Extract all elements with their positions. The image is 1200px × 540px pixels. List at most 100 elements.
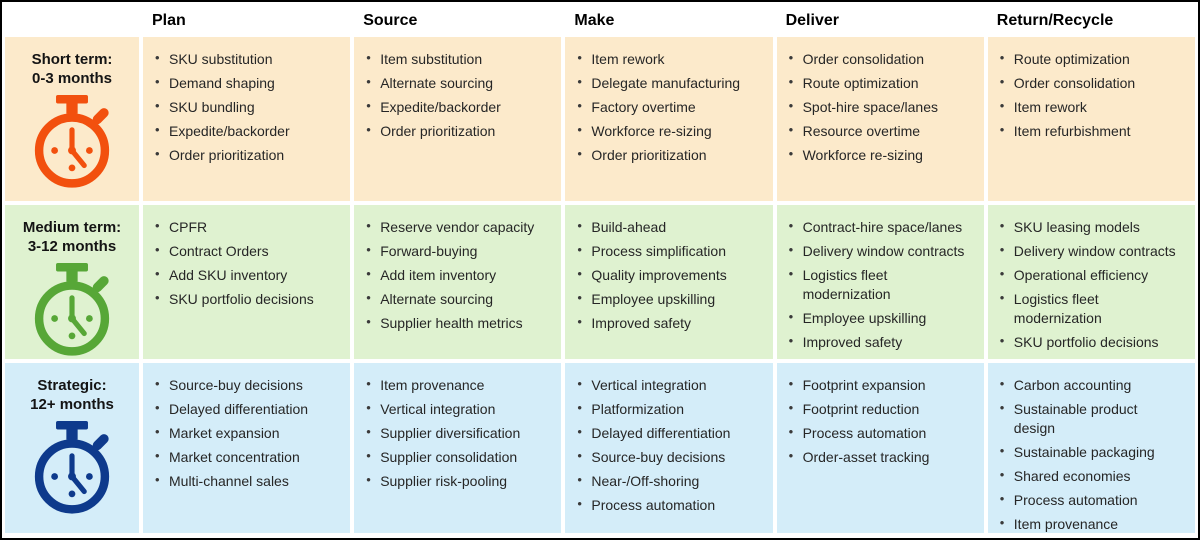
matrix-cell: SKU leasing modelsDelivery window contra… <box>987 205 1195 359</box>
corner-cell <box>5 5 139 33</box>
strategy-list: Item substitutionAlternate sourcingExped… <box>364 49 546 141</box>
list-item: Platformization <box>575 399 757 419</box>
list-item: Supplier diversification <box>364 423 546 443</box>
row-label-line: Medium term: <box>22 219 122 236</box>
strategy-list: Item provenanceVertical integrationSuppl… <box>364 375 546 491</box>
column-header-return-recycle: Return/Recycle <box>987 5 1195 33</box>
list-item: Delivery window contracts <box>787 241 969 261</box>
matrix-cell: Item substitutionAlternate sourcingExped… <box>354 37 562 201</box>
strategy-list: SKU substitutionDemand shapingSKU bundli… <box>153 49 335 165</box>
list-item: Vertical integration <box>364 399 546 419</box>
list-item: Workforce re-sizing <box>575 121 757 141</box>
strategy-list: Vertical integrationPlatformizationDelay… <box>575 375 757 515</box>
list-item: Order prioritization <box>153 145 335 165</box>
stopwatch-icon-wrap <box>25 419 119 517</box>
stopwatch-icon <box>34 263 110 356</box>
strategy-list: Reserve vendor capacityForward-buyingAdd… <box>364 217 546 333</box>
list-item: Item substitution <box>364 49 546 69</box>
matrix-cell: Item reworkDelegate manufacturingFactory… <box>565 37 773 201</box>
list-item: Order prioritization <box>575 145 757 165</box>
strategy-list: SKU leasing modelsDelivery window contra… <box>998 217 1180 352</box>
matrix-cell: Footprint expansionFootprint reductionPr… <box>776 363 984 533</box>
matrix-cell: Route optimizationOrder consolidationIte… <box>987 37 1195 201</box>
list-item: Sustainable product design <box>998 399 1180 438</box>
strategy-list: Item reworkDelegate manufacturingFactory… <box>575 49 757 165</box>
matrix-cell: Carbon accountingSustainable product des… <box>987 363 1195 533</box>
list-item: Supplier consolidation <box>364 447 546 467</box>
column-header-source: Source <box>354 5 562 33</box>
row-label-cell: Strategic:12+ months <box>5 363 139 533</box>
list-item: Sustainable packaging <box>998 442 1180 462</box>
list-item: Expedite/backorder <box>364 97 546 117</box>
row-label-line: 0-3 months <box>31 70 112 88</box>
list-item: Supplier risk-pooling <box>364 471 546 491</box>
list-item: Improved safety <box>575 313 757 333</box>
list-item: Delayed differentiation <box>153 399 335 419</box>
list-item: Factory overtime <box>575 97 757 117</box>
list-item: Add SKU inventory <box>153 265 335 285</box>
row-label-cell: Medium term:3-12 months <box>5 205 139 359</box>
list-item: Item rework <box>575 49 757 69</box>
list-item: Shared economies <box>998 466 1180 486</box>
strategy-list: CPFR Contract OrdersAdd SKU inventorySKU … <box>153 217 335 309</box>
matrix-cell: Order consolidationRoute optimizationSpo… <box>776 37 984 201</box>
column-header-plan: Plan <box>143 5 351 33</box>
list-item: Logistics fleet modernization <box>787 265 969 304</box>
list-item: SKU portfolio decisions <box>998 332 1180 352</box>
row-label: Strategic:12+ months <box>30 376 114 414</box>
list-item: Source-buy decisions <box>153 375 335 395</box>
list-item: Delegate manufacturing <box>575 73 757 93</box>
list-item: Add item inventory <box>364 265 546 285</box>
column-header-deliver: Deliver <box>776 5 984 33</box>
list-item: Item provenance <box>364 375 546 395</box>
list-item: Improved safety <box>787 332 969 352</box>
list-item: Quality improvements <box>575 265 757 285</box>
matrix-cell: Item provenanceVertical integrationSuppl… <box>354 363 562 533</box>
list-item: Contract Orders <box>153 241 335 261</box>
matrix-cell: Vertical integrationPlatformizationDelay… <box>565 363 773 533</box>
stopwatch-icon-wrap <box>25 93 119 191</box>
matrix-cell: Reserve vendor capacityForward-buyingAdd… <box>354 205 562 359</box>
strategy-list: Source-buy decisionsDelayed differentiat… <box>153 375 335 491</box>
list-item: Near-/Off-shoring <box>575 471 757 491</box>
list-item: Vertical integration <box>575 375 757 395</box>
list-item: Employee upskilling <box>787 308 969 328</box>
matrix-cell: Source-buy decisionsDelayed differentiat… <box>143 363 351 533</box>
strategy-list: Contract-hire space/lanesDelivery window… <box>787 217 969 352</box>
row-label-line: Short term: <box>31 51 113 68</box>
list-item: CPFR <box>153 217 335 237</box>
list-item: Workforce re-sizing <box>787 145 969 165</box>
strategy-list: Footprint expansionFootprint reductionPr… <box>787 375 969 467</box>
list-item: Spot-hire space/lanes <box>787 97 969 117</box>
matrix-cell: Build-aheadProcess simplificationQuality… <box>565 205 773 359</box>
list-item: Order-asset tracking <box>787 447 969 467</box>
list-item: Process automation <box>575 495 757 515</box>
list-item: Multi-channel sales <box>153 471 335 491</box>
list-item: Contract-hire space/lanes <box>787 217 969 237</box>
list-item: Reserve vendor capacity <box>364 217 546 237</box>
column-header-make: Make <box>565 5 773 33</box>
list-item: Item rework <box>998 97 1180 117</box>
list-item: Alternate sourcing <box>364 73 546 93</box>
list-item: SKU substitution <box>153 49 335 69</box>
matrix-cell: SKU substitutionDemand shapingSKU bundli… <box>143 37 351 201</box>
list-item: SKU bundling <box>153 97 335 117</box>
list-item: Route optimization <box>787 73 969 93</box>
list-item: Alternate sourcing <box>364 289 546 309</box>
list-item: SKU leasing models <box>998 217 1180 237</box>
list-item: Operational efficiency <box>998 265 1180 285</box>
list-item: SKU portfolio decisions <box>153 289 335 309</box>
list-item: Order consolidation <box>998 73 1180 93</box>
row-label-line: 12+ months <box>30 396 114 414</box>
list-item: Expedite/backorder <box>153 121 335 141</box>
matrix-cell: Contract-hire space/lanesDelivery window… <box>776 205 984 359</box>
list-item: Delayed differentiation <box>575 423 757 443</box>
list-item: Order consolidation <box>787 49 969 69</box>
list-item: Footprint expansion <box>787 375 969 395</box>
list-item: Logistics fleet modernization <box>998 289 1180 328</box>
list-item: Supplier health metrics <box>364 313 546 333</box>
list-item: Process automation <box>998 490 1180 510</box>
list-item: Order prioritization <box>364 121 546 141</box>
